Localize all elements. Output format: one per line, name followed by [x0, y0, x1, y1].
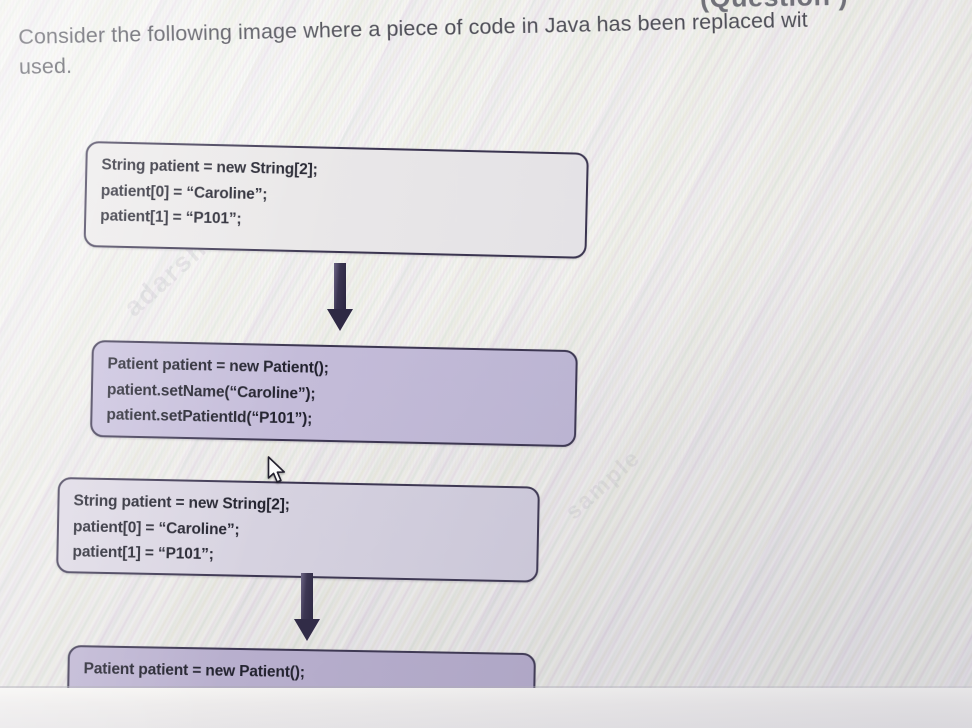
code-box-3: String patient = new String[2]; patient[… [56, 477, 540, 583]
code-box-2-lines: Patient patient = new Patient(); patient… [106, 351, 570, 437]
code-box-1-lines: String patient = new String[2]; patient[… [100, 152, 581, 240]
code-box-4: Patient patient = new Patient(); patient… [66, 645, 536, 728]
code-box-3-lines: String patient = new String[2]; patient[… [72, 488, 531, 574]
code-box-1: String patient = new String[2]; patient[… [83, 141, 589, 259]
code-box-2: Patient patient = new Patient(); patient… [89, 340, 578, 448]
code-box-4-lines: Patient patient = new Patient(); patient… [83, 656, 528, 715]
